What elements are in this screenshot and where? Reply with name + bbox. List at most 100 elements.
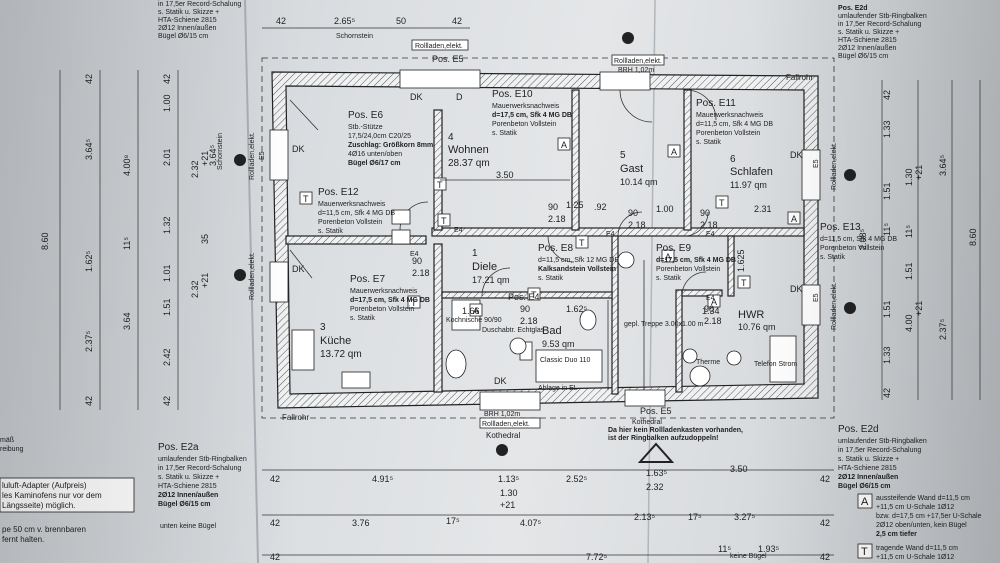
pos-e2d: Pos. E2d umlaufender Stb-Ringbalken in 1… <box>838 424 927 490</box>
room-area-kueche: 13.72 qm <box>320 349 362 360</box>
svg-text:42: 42 <box>452 16 462 26</box>
svg-text:1.63⁵: 1.63⁵ <box>646 468 668 478</box>
svg-text:E4: E4 <box>606 231 615 238</box>
svg-text:Mauerwerksnachweis: Mauerwerksnachweis <box>492 103 560 110</box>
svg-text:42: 42 <box>84 396 94 406</box>
svg-text:42: 42 <box>276 16 286 26</box>
pos-e9: Pos. E9 d=17,5 cm, Sfk 4 MG DB Porenbeto… <box>656 243 736 282</box>
svg-text:T: T <box>303 194 309 204</box>
svg-text:11⁵: 11⁵ <box>122 237 132 250</box>
svg-text:keine Bügel: keine Bügel <box>730 553 767 560</box>
svg-text:HTA-Schiene 2815: HTA-Schiene 2815 <box>838 465 897 472</box>
svg-text:42: 42 <box>162 74 172 84</box>
svg-text:Porenbeton Vollstein: Porenbeton Vollstein <box>820 245 884 252</box>
svg-text:BRH 1,02m: BRH 1,02m <box>484 411 520 418</box>
svg-text:1.25: 1.25 <box>566 200 584 210</box>
svg-text:DK: DK <box>292 264 305 274</box>
svg-text:1.51: 1.51 <box>882 182 892 200</box>
svg-text:T: T <box>741 278 747 288</box>
svg-text:2.18: 2.18 <box>412 268 430 278</box>
svg-text:4.00⁸: 4.00⁸ <box>122 154 132 176</box>
svg-text:42: 42 <box>270 518 280 528</box>
svg-text:2.01: 2.01 <box>162 148 172 166</box>
svg-text:3.76: 3.76 <box>352 518 370 528</box>
svg-text:.92: .92 <box>594 202 607 212</box>
svg-text:Kochnische 90/90: Kochnische 90/90 <box>446 317 502 324</box>
svg-text:d=17,5 cm, Sfk 4 MG DB: d=17,5 cm, Sfk 4 MG DB <box>350 297 430 304</box>
svg-text:Pos. E9: Pos. E9 <box>656 243 691 254</box>
svg-text:3.64⁵: 3.64⁵ <box>938 154 948 176</box>
room-area-gast: 10.14 qm <box>620 177 658 187</box>
svg-text:d=17,5 cm, Sfk 4 MG DB: d=17,5 cm, Sfk 4 MG DB <box>492 112 572 119</box>
svg-text:2Ø12 Innen/außen: 2Ø12 Innen/außen <box>838 474 898 481</box>
svg-text:s. Statik: s. Statik <box>350 315 375 322</box>
svg-text:1.93⁵: 1.93⁵ <box>758 544 780 554</box>
svg-text:1.66: 1.66 <box>462 306 480 316</box>
svg-text:Längsseite) möglich.: Längsseite) möglich. <box>2 501 75 510</box>
svg-text:35: 35 <box>200 234 210 244</box>
svg-text:17⁵: 17⁵ <box>446 516 460 526</box>
svg-text:Therme: Therme <box>696 359 720 366</box>
svg-text:Pos. E2d: Pos. E2d <box>838 5 868 12</box>
svg-text:2.31: 2.31 <box>754 204 772 214</box>
svg-text:1.625: 1.625 <box>736 249 746 272</box>
svg-text:T: T <box>861 546 868 558</box>
svg-text:2Ø12 oben/unten, kein Bügel: 2Ø12 oben/unten, kein Bügel <box>876 522 967 529</box>
svg-text:Kothedral: Kothedral <box>632 419 662 426</box>
svg-text:2.32: 2.32 <box>190 280 200 298</box>
svg-text:Bügel Ø6/17 cm: Bügel Ø6/17 cm <box>348 160 401 167</box>
svg-text:42: 42 <box>270 474 280 484</box>
svg-text:1.51: 1.51 <box>904 262 914 280</box>
room-name-kueche: Küche <box>320 335 351 347</box>
svg-text:les Kaminofens nur vor dem: les Kaminofens nur vor dem <box>2 491 102 500</box>
svg-text:17⁵: 17⁵ <box>688 512 702 522</box>
pos-e5-top: Pos. E5 <box>432 54 464 64</box>
svg-text:umlaufender Stb-Ringbalken: umlaufender Stb-Ringbalken <box>838 438 927 445</box>
svg-text:s. Statik u. Skizze +: s. Statik u. Skizze + <box>838 29 899 36</box>
svg-text:90: 90 <box>520 304 530 314</box>
svg-text:in 17,5er Record-Schalung: in 17,5er Record-Schalung <box>158 465 241 472</box>
svg-text:3.50: 3.50 <box>730 464 748 474</box>
svg-text:d=11,5 cm, Sfk 4 MG DB: d=11,5 cm, Sfk 4 MG DB <box>318 210 395 217</box>
svg-text:reibung: reibung <box>0 446 23 453</box>
svg-text:Mauerwerksnachweis: Mauerwerksnachweis <box>350 288 418 295</box>
svg-text:Bügel Ø6/15 cm: Bügel Ø6/15 cm <box>158 501 211 508</box>
svg-text:luluft-Adapter (Aufpreis): luluft-Adapter (Aufpreis) <box>2 481 87 490</box>
svg-text:2.08⁵: 2.08⁵ <box>858 228 868 250</box>
svg-text:3.64⁵: 3.64⁵ <box>84 138 94 160</box>
room-name-diele: Diele <box>472 261 497 273</box>
room-number-kueche: 3 <box>320 322 326 333</box>
svg-text:Bügel Ø6/15 cm: Bügel Ø6/15 cm <box>838 53 888 60</box>
svg-text:2.13⁵: 2.13⁵ <box>634 512 656 522</box>
svg-text:Porenbeton Vollstein: Porenbeton Vollstein <box>492 121 556 128</box>
svg-text:2.18: 2.18 <box>704 316 722 326</box>
pos-e5: Pos. E5 <box>640 406 672 416</box>
svg-text:42: 42 <box>882 388 892 398</box>
svg-text:50: 50 <box>396 16 406 26</box>
svg-text:Rollladen,elekt.: Rollladen,elekt. <box>415 43 463 50</box>
room-name-bad: Bad <box>542 325 562 337</box>
svg-text:A: A <box>861 496 869 508</box>
svg-text:Pos. E13: Pos. E13 <box>820 222 861 233</box>
room-name-wohnen: Wohnen <box>448 144 489 156</box>
svg-text:2Ø12 Innen/außen: 2Ø12 Innen/außen <box>158 492 218 499</box>
pos-e2a: Pos. E2a umlaufender Stb-Ringbalken in 1… <box>158 442 247 508</box>
svg-text:E5: E5 <box>259 151 266 160</box>
svg-text:1.30: 1.30 <box>904 168 914 186</box>
svg-text:Rollladen,elekt.: Rollladen,elekt. <box>482 421 530 428</box>
svg-text:d=17,5 cm, Sfk 4 MG DB: d=17,5 cm, Sfk 4 MG DB <box>656 257 736 264</box>
svg-text:s. Statik u. Skizze +: s. Statik u. Skizze + <box>838 456 899 463</box>
svg-text:2.18: 2.18 <box>520 316 538 326</box>
svg-text:s. Statik: s. Statik <box>656 275 681 282</box>
svg-text:Porenbeton Vollstein: Porenbeton Vollstein <box>350 306 414 313</box>
svg-text:2.37⁵: 2.37⁵ <box>84 330 94 352</box>
svg-text:A: A <box>561 140 567 150</box>
svg-text:1.00: 1.00 <box>656 204 674 214</box>
svg-text:42: 42 <box>882 90 892 100</box>
svg-text:E4: E4 <box>706 231 715 238</box>
svg-text:Rollladen,elekt.: Rollladen,elekt. <box>614 58 662 65</box>
pos-e12: Pos. E12 Mauerwerksnachweis d=11,5 cm, S… <box>318 187 395 235</box>
svg-text:11⁵: 11⁵ <box>718 544 731 554</box>
room-number-wohnen: 4 <box>448 132 454 143</box>
svg-text:+11,5 cm U-Schale 1Ø12: +11,5 cm U-Schale 1Ø12 <box>876 554 954 561</box>
